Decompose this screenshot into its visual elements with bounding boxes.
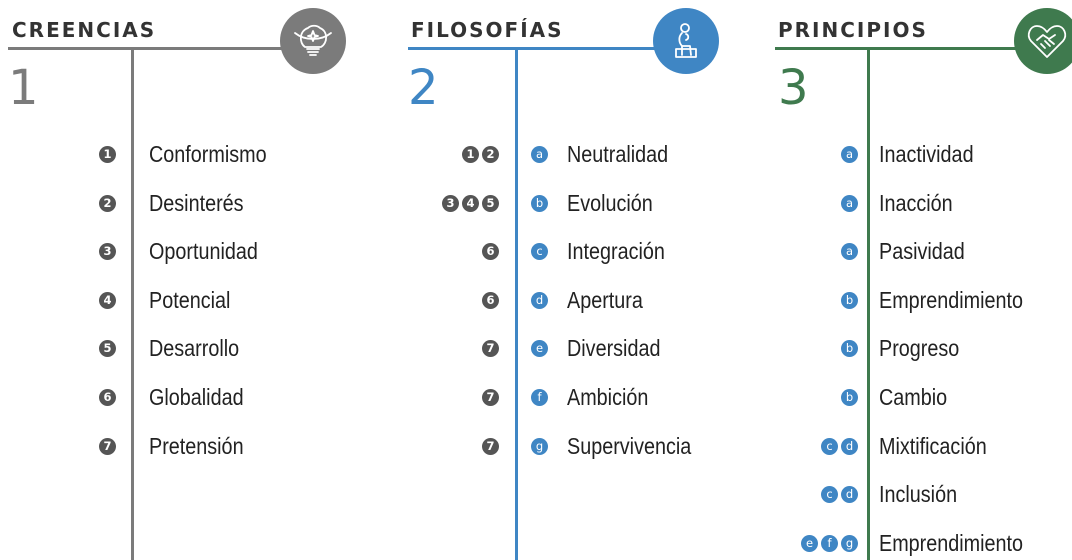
list-item: b Emprendimiento bbox=[0, 287, 1072, 317]
item-label: Evolución bbox=[567, 189, 653, 216]
list-item: 1 Conformismo bbox=[0, 141, 1072, 171]
item-label: Inactividad bbox=[879, 141, 974, 167]
letter-ref-b-icon: b bbox=[841, 291, 858, 309]
item-label: Ambición bbox=[567, 384, 649, 410]
item-label: Inclusión bbox=[879, 481, 958, 508]
column-title: CREENCIAS bbox=[12, 18, 157, 42]
item-label: Mixtificación bbox=[879, 432, 987, 459]
list-item: 3 Oportunidad bbox=[0, 238, 1072, 268]
letter-ref-b-icon: b bbox=[841, 389, 858, 406]
list-item: a Inacción bbox=[0, 190, 1072, 220]
letter-ref-g-icon: g bbox=[841, 534, 858, 552]
thinker-icon bbox=[653, 8, 719, 74]
number-ref-1-icon: 1 bbox=[99, 146, 116, 163]
list-item: 5 Desarrollo bbox=[0, 335, 1072, 365]
letter-badge-f-icon: f bbox=[531, 389, 548, 406]
letter-ref-c-icon: c bbox=[821, 486, 838, 504]
item-label: Emprendimiento bbox=[879, 286, 1024, 313]
number-ref-3-icon: 3 bbox=[442, 194, 459, 212]
letter-ref-f-icon: f bbox=[821, 534, 838, 552]
item-label: Globalidad bbox=[149, 384, 244, 410]
letter-ref-d-icon: d bbox=[841, 437, 858, 455]
number-ref-6-icon: 6 bbox=[482, 243, 499, 261]
header-rule bbox=[8, 47, 290, 50]
item-label: Integración bbox=[567, 238, 665, 265]
list-item: 6 c Integración bbox=[0, 238, 1072, 268]
column-rule bbox=[131, 47, 134, 560]
number-ref-4-icon: 4 bbox=[462, 194, 479, 212]
number-ref-7-icon: 7 bbox=[482, 389, 499, 406]
number-ref-3-icon: 3 bbox=[99, 243, 116, 261]
item-label: Pasividad bbox=[879, 238, 965, 265]
list-item: a Pasividad bbox=[0, 238, 1072, 268]
letter-ref-e-icon: e bbox=[801, 534, 818, 552]
letter-badge-g-icon: g bbox=[531, 437, 548, 455]
list-item: 7 Pretensión bbox=[0, 433, 1072, 463]
list-item: 4 Potencial bbox=[0, 287, 1072, 317]
item-label: Desarrollo bbox=[149, 335, 240, 362]
number-ref-2-icon: 2 bbox=[482, 146, 499, 163]
number-ref-2-icon: 2 bbox=[99, 194, 116, 212]
column-number: 3 bbox=[778, 60, 809, 116]
letter-ref-b-icon: b bbox=[841, 340, 858, 358]
number-ref-6-icon: 6 bbox=[482, 291, 499, 309]
list-item: 6 d Apertura bbox=[0, 287, 1072, 317]
number-ref-5-icon: 5 bbox=[99, 340, 116, 358]
number-ref-1-icon: 1 bbox=[462, 146, 479, 163]
item-label: Diversidad bbox=[567, 335, 661, 362]
list-item: b Progreso bbox=[0, 335, 1072, 365]
letter-badge-e-icon: e bbox=[531, 340, 548, 358]
item-label: Conformismo bbox=[149, 141, 267, 167]
item-label: Progreso bbox=[879, 335, 960, 362]
letter-badge-d-icon: d bbox=[531, 291, 548, 309]
column-number: 1 bbox=[8, 60, 39, 116]
number-ref-7-icon: 7 bbox=[99, 437, 116, 455]
column-title: PRINCIPIOS bbox=[778, 18, 928, 42]
list-item: 2 Desinterés bbox=[0, 190, 1072, 220]
column-title: FILOSOFÍAS bbox=[411, 18, 564, 42]
item-label: Cambio bbox=[879, 384, 948, 410]
letter-badge-b-icon: b bbox=[531, 194, 548, 212]
number-ref-5-icon: 5 bbox=[482, 194, 499, 212]
item-label: Apertura bbox=[567, 286, 643, 313]
item-label: Desinterés bbox=[149, 189, 244, 216]
item-label: Inacción bbox=[879, 189, 953, 216]
letter-ref-c-icon: c bbox=[821, 437, 838, 455]
letter-ref-a-icon: a bbox=[841, 146, 858, 163]
letter-ref-d-icon: d bbox=[841, 486, 858, 504]
item-label: Pretensión bbox=[149, 432, 244, 459]
item-label: Oportunidad bbox=[149, 238, 258, 265]
item-label: Potencial bbox=[149, 286, 231, 313]
list-item: 7 e Diversidad bbox=[0, 335, 1072, 365]
number-ref-7-icon: 7 bbox=[482, 340, 499, 358]
number-ref-6-icon: 6 bbox=[99, 389, 116, 406]
header-rule bbox=[408, 47, 668, 50]
letter-badge-c-icon: c bbox=[531, 243, 548, 261]
lightbulb-brain-icon bbox=[280, 8, 346, 74]
number-ref-4-icon: 4 bbox=[99, 291, 116, 309]
list-item: 6 Globalidad bbox=[0, 384, 1072, 414]
column-number: 2 bbox=[408, 60, 439, 116]
list-item: 7 f Ambición bbox=[0, 384, 1072, 414]
header-rule bbox=[775, 47, 1072, 50]
item-label: Neutralidad bbox=[567, 141, 669, 167]
letter-badge-a-icon: a bbox=[531, 146, 548, 163]
number-ref-7-icon: 7 bbox=[482, 437, 499, 455]
item-label: Supervivencia bbox=[567, 432, 692, 459]
letter-ref-a-icon: a bbox=[841, 243, 858, 261]
list-item: b Cambio bbox=[0, 384, 1072, 414]
handshake-heart-icon bbox=[1014, 8, 1072, 74]
list-item: 7 g Supervivencia bbox=[0, 433, 1072, 463]
item-label: Emprendimiento bbox=[879, 529, 1024, 556]
letter-ref-a-icon: a bbox=[841, 194, 858, 212]
list-item: a Inactividad bbox=[0, 141, 1072, 171]
